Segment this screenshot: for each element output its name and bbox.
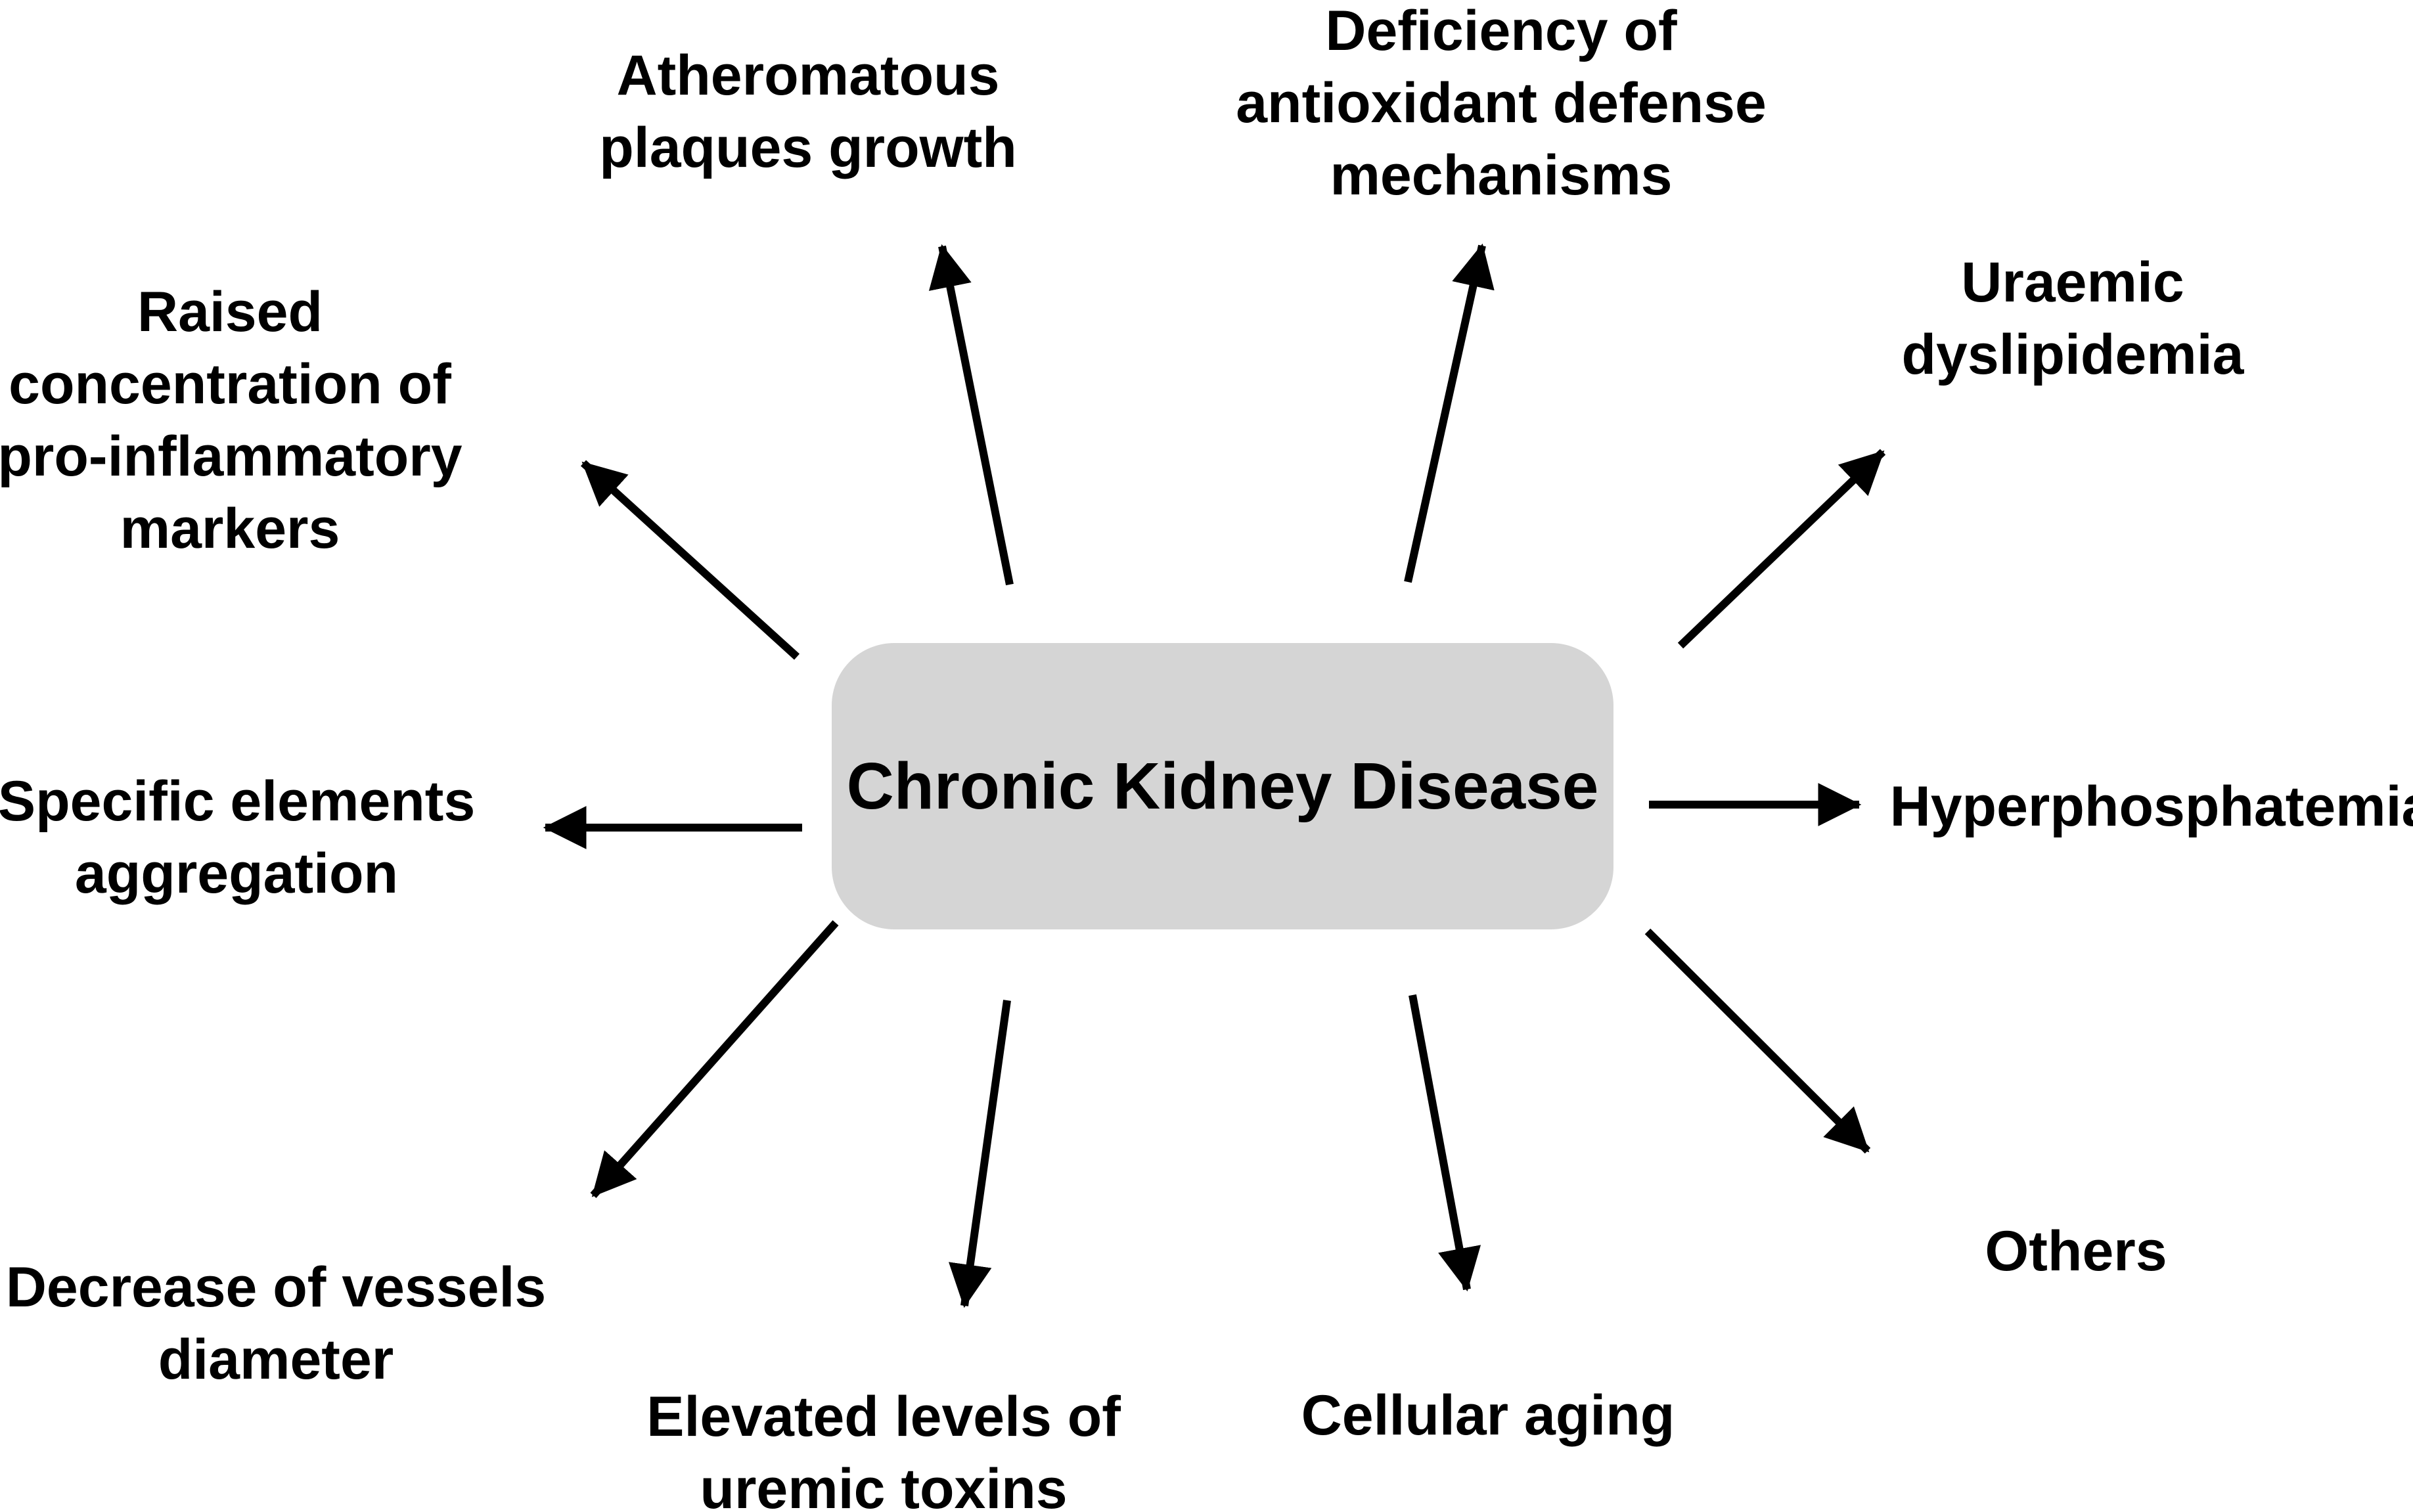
arrow-to-others: [1644, 928, 1871, 1154]
node-uraemic-dyslipidemia: Uraemic dyslipidemia: [1901, 250, 2244, 386]
node-specific-elements-aggregation: Specific elements aggregation: [0, 769, 476, 905]
arrow-to-raised-pro-inflammatory-markers: [580, 460, 800, 660]
arrow-to-uraemic-dyslipidemia: [1677, 449, 1886, 649]
node-cellular-aging: Cellular aging: [1301, 1383, 1675, 1447]
node-atheromatous-plaques-growth: Atheromatous plaques growth: [599, 43, 1017, 179]
arrow-to-deficiency-antioxidant-defense: [1404, 243, 1495, 583]
node-others: Others: [1985, 1219, 2167, 1283]
arrow-to-cellular-aging: [1409, 994, 1481, 1292]
arrow-to-decrease-vessels-diameter: [590, 920, 839, 1198]
node-raised-pro-inflammatory-markers: Raised concentration of pro-inflammatory…: [0, 280, 462, 561]
node-elevated-uremic-toxins: Elevated levels of uremic toxins: [646, 1385, 1121, 1512]
arrows: [543, 243, 1886, 1308]
arrow-to-atheromatous-plaques-growth: [928, 244, 1014, 586]
node-hyperphosphatemia: Hyperphosphatemia: [1889, 774, 2413, 838]
central-node-chronic-kidney-disease: Chronic Kidney Disease: [832, 643, 1613, 929]
arrow-to-elevated-uremic-toxins: [948, 1000, 1011, 1308]
central-node-label: Chronic Kidney Disease: [846, 749, 1599, 823]
node-deficiency-antioxidant-defense: Deficiency of antioxidant defense mechan…: [1236, 0, 1767, 208]
node-decrease-vessels-diameter: Decrease of vessels diameter: [5, 1255, 547, 1391]
